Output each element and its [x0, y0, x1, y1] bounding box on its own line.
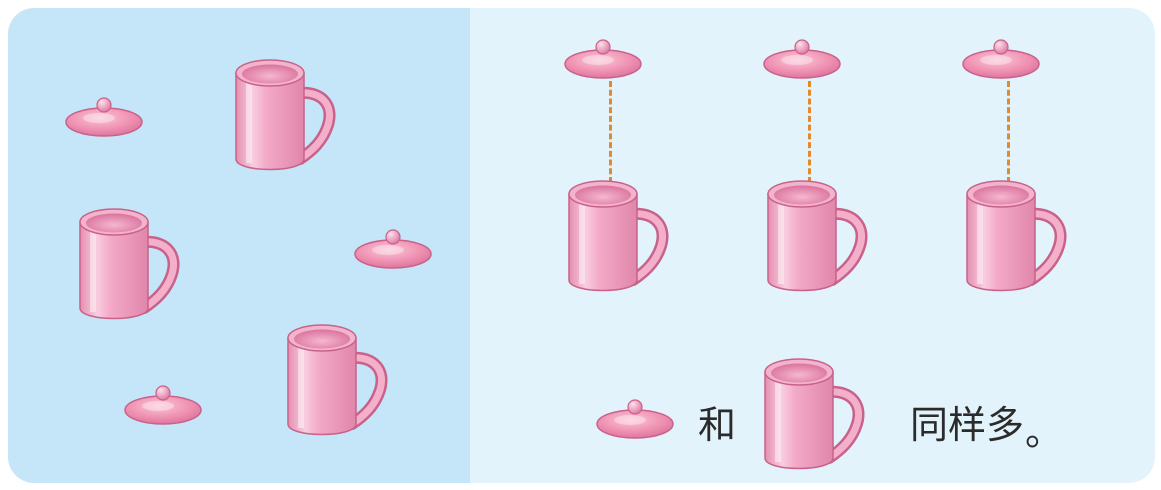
right-panel-matching: 和 同样多 。 [470, 8, 1155, 483]
mug-icon [762, 176, 872, 296]
mug-icon [759, 354, 869, 474]
mug-icon [282, 320, 392, 440]
lid-icon [761, 34, 843, 82]
match-line [609, 81, 612, 183]
sentence-period: 。 [1025, 413, 1063, 451]
left-panel-scattered [8, 8, 470, 483]
mug-icon [230, 55, 340, 175]
lid-icon [122, 380, 204, 428]
lid-icon [63, 92, 145, 140]
lid-icon [960, 34, 1042, 82]
mug-icon [74, 204, 184, 324]
word-same-amount: 同样多 [910, 406, 1024, 444]
lid-icon [594, 394, 676, 442]
lid-icon [352, 224, 434, 272]
lid-icon [562, 34, 644, 82]
word-and: 和 [698, 406, 736, 444]
match-line [1007, 81, 1010, 183]
mug-icon [961, 176, 1071, 296]
mug-icon [563, 176, 673, 296]
match-line [808, 81, 811, 183]
